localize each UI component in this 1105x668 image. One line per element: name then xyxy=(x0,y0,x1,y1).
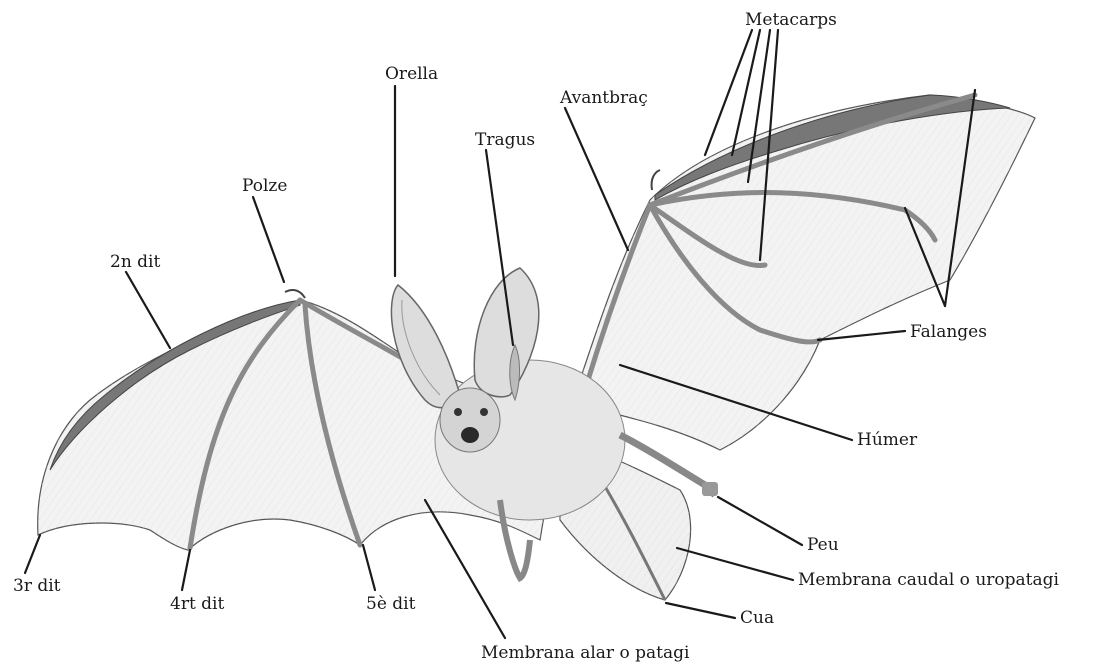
foot xyxy=(702,482,718,496)
label-4rt-dit: 4rt dit xyxy=(170,596,224,613)
label-3r-dit: 3r dit xyxy=(13,578,61,595)
label-humer: Húmer xyxy=(857,432,917,449)
right-thumb xyxy=(652,170,660,190)
label-tragus: Tragus xyxy=(475,132,535,149)
label-5e-dit: 5è dit xyxy=(366,596,415,613)
label-falanges: Falanges xyxy=(910,324,987,341)
label-membrana-alar: Membrana alar o patagi xyxy=(481,645,689,662)
left-eye xyxy=(454,408,462,416)
right-eye xyxy=(480,408,488,416)
label-orella: Orella xyxy=(385,66,438,83)
snout xyxy=(461,427,479,443)
label-avantbrac: Avantbraç xyxy=(560,90,648,107)
label-metacarps: Metacarps xyxy=(745,12,837,29)
label-cua: Cua xyxy=(740,610,774,627)
left-thumb xyxy=(285,290,305,298)
label-peu: Peu xyxy=(807,537,839,554)
label-membrana-caudal: Membrana caudal o uropatagi xyxy=(798,572,1059,589)
label-polze: Polze xyxy=(242,178,287,195)
label-2n-dit: 2n dit xyxy=(110,254,160,271)
